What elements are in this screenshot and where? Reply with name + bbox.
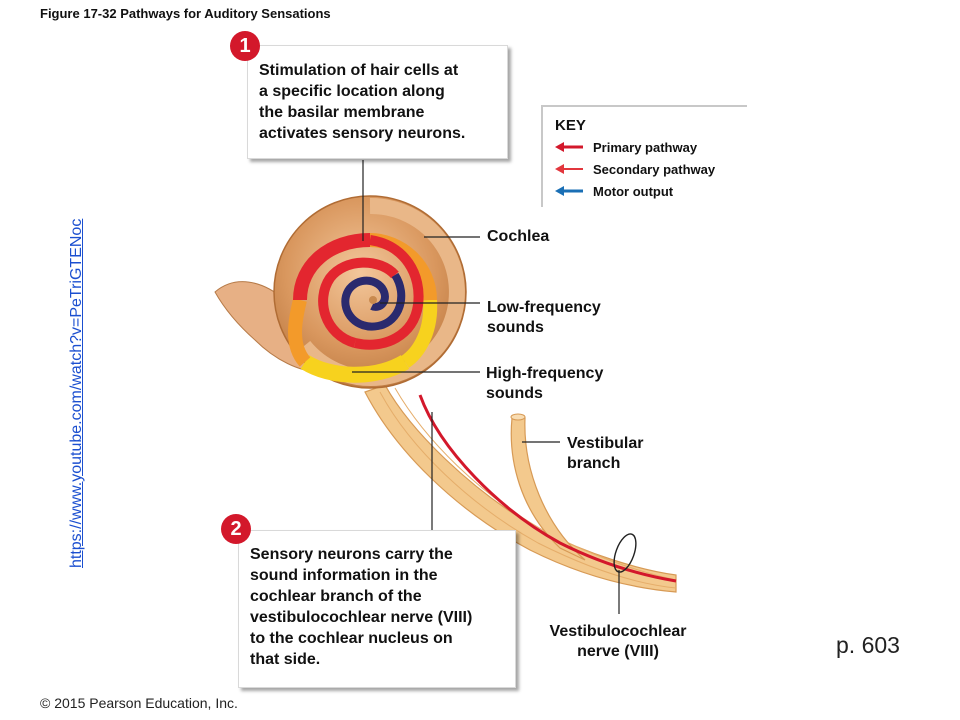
- key-label: Secondary pathway: [593, 161, 716, 177]
- figure-title: Figure 17-32 Pathways for Auditory Sensa…: [40, 6, 331, 21]
- label-vestibular-branch: Vestibular branch: [567, 434, 643, 474]
- cochlear-nerve-bundle: [364, 384, 677, 593]
- label-high-frequency: High-frequency sounds: [486, 364, 603, 404]
- page-number: p. 603: [836, 632, 900, 658]
- vestibular-branch-bundle: [510, 417, 586, 561]
- arrow-left-icon: [555, 186, 583, 196]
- label-line: sounds: [487, 319, 544, 336]
- legend-key: KEY Primary pathway Secondary pathway Mo…: [541, 105, 747, 207]
- label-vestibulocochlear-nerve: Vestibulocochlear nerve (VIII): [537, 622, 699, 662]
- step-2-line: sound information in the: [250, 567, 438, 584]
- step-1-line: the basilar membrane: [259, 104, 425, 121]
- label-line: Low-frequency: [487, 299, 601, 316]
- key-title: KEY: [555, 117, 586, 134]
- step-2-line: Sensory neurons carry the: [250, 546, 453, 563]
- label-cochlea: Cochlea: [487, 227, 549, 247]
- step-2-line: that side.: [250, 651, 321, 668]
- step-1-line: Stimulation of hair cells at: [259, 62, 459, 79]
- label-line: nerve (VIII): [577, 643, 659, 660]
- arrow-left-icon: [555, 164, 583, 174]
- label-line: High-frequency: [486, 365, 604, 382]
- nerve-ring: [613, 533, 637, 573]
- step-1-line: a specific location along: [259, 83, 445, 100]
- basilar-membrane-base: [300, 354, 410, 383]
- label-line: Vestibular: [567, 435, 644, 452]
- step-1-line: activates sensory neurons.: [259, 125, 466, 142]
- basilar-membrane-red: [293, 233, 371, 301]
- primary-pathway-fiber: [418, 394, 677, 583]
- key-item-primary: Primary pathway: [555, 139, 697, 155]
- label-line: Vestibulocochlear: [549, 623, 687, 640]
- label-line: branch: [567, 455, 621, 472]
- copyright: © 2015 Pearson Education, Inc.: [40, 695, 238, 711]
- label-line: Cochlea: [487, 228, 550, 245]
- step-2-line: to the cochlear nucleus on: [250, 630, 453, 647]
- label-low-frequency: Low-frequency sounds: [487, 298, 601, 338]
- key-label: Primary pathway: [593, 139, 698, 155]
- step-2-line: vestibulocochlear nerve (VIII): [250, 609, 473, 626]
- key-label: Motor output: [593, 183, 674, 199]
- step-1-box: Stimulation of hair cells at a specific …: [247, 45, 508, 159]
- arrow-left-icon: [555, 142, 583, 152]
- youtube-link[interactable]: https://www.youtube.com/watch?v=PeTriGTE…: [68, 218, 85, 568]
- label-line: sounds: [486, 385, 543, 402]
- step-2-box: Sensory neurons carry the sound informat…: [238, 530, 516, 688]
- step-2-badge: 2: [221, 514, 251, 544]
- cochlea-apex: [341, 272, 406, 331]
- step-2-line: cochlear branch of the: [250, 588, 422, 605]
- key-item-motor: Motor output: [555, 183, 673, 199]
- key-item-secondary: Secondary pathway: [555, 161, 715, 177]
- step-1-badge: 1: [230, 31, 260, 61]
